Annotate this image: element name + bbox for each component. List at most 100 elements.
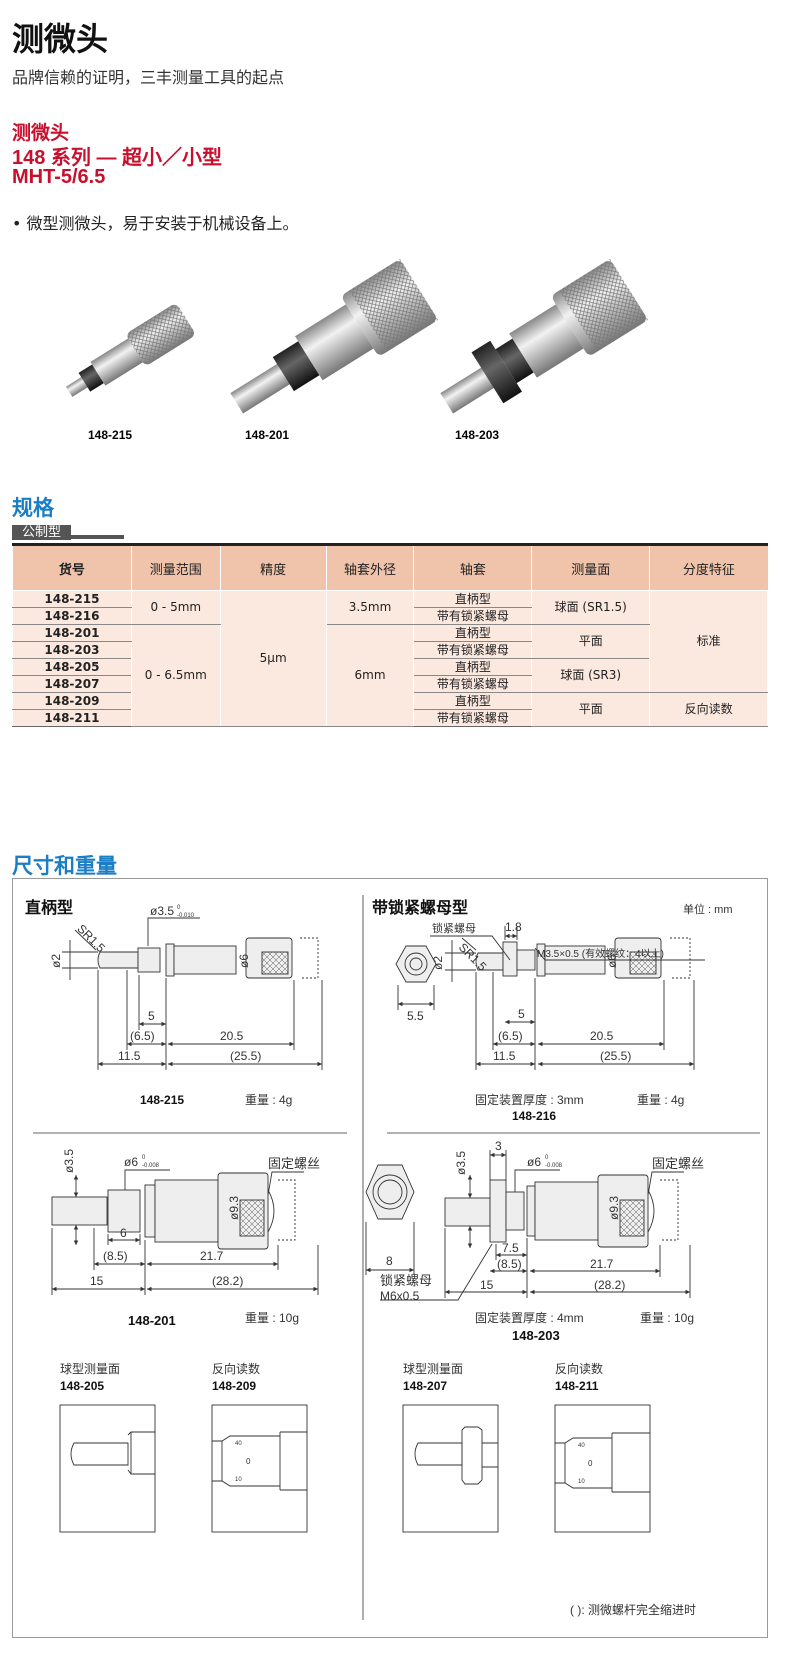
model-cell: 148-205 — [12, 658, 132, 676]
sleeve-cell: 直柄型 — [413, 590, 533, 608]
page-subtitle: 品牌信赖的证明，三丰测量工具的起点 — [12, 68, 285, 87]
detail-148-207: 球型测量面 148-207 — [402, 1362, 499, 1533]
model-cell: 148-211 — [12, 709, 132, 727]
tol-label: 0 — [545, 1155, 549, 1161]
detail-148-205: 球型测量面 148-205 — [59, 1362, 156, 1533]
dim-label: 5.5 — [407, 1009, 424, 1023]
weight-label: 重量 : 4g — [637, 1093, 684, 1107]
dim-label: 11.5 — [118, 1049, 141, 1063]
photo-148-201 — [230, 258, 439, 414]
tol-label: -0.008 — [545, 1163, 563, 1169]
locknut-label: 锁紧螺母 — [380, 1273, 432, 1288]
weight-label: 重量 : 10g — [640, 1311, 694, 1325]
dimensions-box — [12, 878, 768, 1638]
scale-mark: 10 — [578, 1479, 585, 1485]
product-photos: 148-215 148-201 148-203 — [65, 258, 649, 442]
face-cell: 球面 (SR3) — [531, 658, 651, 693]
tol-label: -0.008 — [142, 1163, 160, 1169]
dim-label: (25.5) — [600, 1049, 631, 1063]
scale-mark: 0 — [588, 1459, 593, 1468]
metric-tab-label: 公制型 — [12, 525, 72, 540]
thread-label: M3.5×0.5 (有效螺纹：4以上) — [537, 947, 664, 960]
detail-148-211: 反向读数 148-211 40 0 10 — [554, 1361, 651, 1533]
face-cell: 平面 — [531, 624, 651, 659]
photo-148-215 — [65, 304, 194, 397]
col-header: 轴套外径 — [325, 544, 414, 591]
dim-label: 20.5 — [220, 1029, 244, 1043]
drawing-148-216: 锁紧螺母 1.8 M3.5×0.5 (有效螺纹：4以上) SR1.5 ø2 ø6… — [395, 920, 705, 1123]
scale-mark: 40 — [578, 1443, 585, 1449]
set-screw-label: 固定螺丝 — [652, 1156, 704, 1171]
col-header: 测量面 — [531, 544, 650, 591]
range-cell: 0 - 6.5mm — [130, 624, 221, 727]
dim-label: ø3.5 — [454, 1151, 468, 1175]
model-cell: 148-203 — [12, 641, 132, 659]
dim-label: 1.8 — [505, 920, 522, 934]
locknut-label: 锁紧螺母 — [432, 921, 476, 935]
dimensions-heading: 尺寸和重量 — [12, 854, 117, 878]
dim-label: ø9.3 — [227, 1196, 241, 1220]
table-row: 148-211 带有锁紧螺母 — [12, 709, 768, 727]
model-label: 148-201 — [128, 1313, 176, 1328]
detail-model: 148-207 — [403, 1379, 447, 1393]
scale-mark: 0 — [246, 1457, 251, 1466]
detail-model: 148-211 — [555, 1379, 599, 1393]
detail-model: 148-205 — [60, 1379, 104, 1393]
dim-label: 3 — [495, 1139, 502, 1153]
col-header: 货号 — [12, 544, 132, 591]
table-row: 148-215 0 - 5mm 5µm 3.5mm 直柄型 球面 (SR1.5)… — [12, 590, 768, 727]
scale-mark: 10 — [235, 1477, 242, 1483]
sleeve-cell: 直柄型 — [413, 692, 533, 710]
dim-label: (6.5) — [498, 1029, 523, 1043]
dim-label: ø6 — [124, 1155, 138, 1169]
photo-label: 148-201 — [245, 428, 289, 442]
detail-label: 球型测量面 — [60, 1362, 120, 1376]
dim-label: 7.5 — [502, 1241, 519, 1255]
photo-148-203 — [440, 258, 649, 414]
spec-table: 货号 测量范围 精度 轴套外径 轴套 测量面 分度特征 148-215 0 - … — [12, 543, 768, 727]
table-row: 148-209 直柄型 平面 反向读数 — [12, 692, 768, 727]
dim-label: 15 — [90, 1274, 104, 1288]
photo-label: 148-203 — [455, 428, 499, 442]
dim-label: 5 — [148, 1009, 155, 1023]
fix-thickness-label: 固定装置厚度 : 3mm — [475, 1092, 584, 1107]
tol-label: 0 — [142, 1155, 146, 1161]
model-cell: 148-207 — [12, 675, 132, 693]
dim-label: 15 — [480, 1278, 494, 1292]
table-row: 148-203 带有锁紧螺母 — [12, 641, 768, 659]
sleeve-cell: 直柄型 — [413, 658, 533, 676]
scale-mark: 40 — [235, 1441, 242, 1447]
table-row: 148-201 0 - 6.5mm 6mm 直柄型 平面 — [12, 624, 768, 727]
locknut-title: 带锁紧螺母型 — [372, 898, 468, 917]
dim-label: (28.2) — [594, 1278, 625, 1292]
dim-label: 6 — [120, 1226, 127, 1240]
model-label: 148-215 — [140, 1093, 184, 1107]
feature-bullet: • 微型测微头，易于安装于机械设备上。 — [12, 214, 299, 233]
dim-label: ø9.3 — [607, 1196, 621, 1220]
sleeve-cell: 带有锁紧螺母 — [413, 641, 533, 659]
dim-label: (6.5) — [130, 1029, 155, 1043]
drawing-148-201: ø3.5 ø6 0 -0.008 固定螺丝 ø9.3 6 (8.5) 21.7 … — [51, 1149, 320, 1328]
dim-label: (25.5) — [230, 1049, 261, 1063]
model-label: 148-216 — [512, 1109, 556, 1123]
dim-label: (8.5) — [497, 1257, 522, 1271]
detail-label: 球型测量面 — [403, 1362, 463, 1376]
dim-label: 21.7 — [590, 1257, 614, 1271]
product-model: MHT-5/6.5 — [12, 166, 106, 188]
sleeve-cell: 带有锁紧螺母 — [413, 709, 533, 727]
table-row: 148-205 直柄型 球面 (SR3) — [12, 658, 768, 693]
specs-heading: 规格 — [12, 496, 54, 520]
detail-148-209: 反向读数 148-209 40 0 10 — [211, 1361, 308, 1533]
dim-label: ø3.5 — [62, 1149, 76, 1173]
col-header: 精度 — [219, 544, 327, 591]
panel-dividers — [33, 895, 760, 1620]
dim-label: (8.5) — [103, 1249, 128, 1263]
dim-label: 8 — [386, 1254, 393, 1268]
accuracy-cell: 5µm — [219, 590, 327, 727]
product-series: 148 系列 — 超小／小型 — [12, 147, 223, 169]
drawing-148-203: ø3.5 3 ø6 0 -0.008 固定螺丝 ø9.3 8 7.5 (8.5)… — [365, 1139, 704, 1343]
dim-label: 20.5 — [590, 1029, 614, 1043]
unit-label: 单位 : mm — [683, 902, 733, 916]
dim-label: ø3.5 — [150, 904, 174, 918]
